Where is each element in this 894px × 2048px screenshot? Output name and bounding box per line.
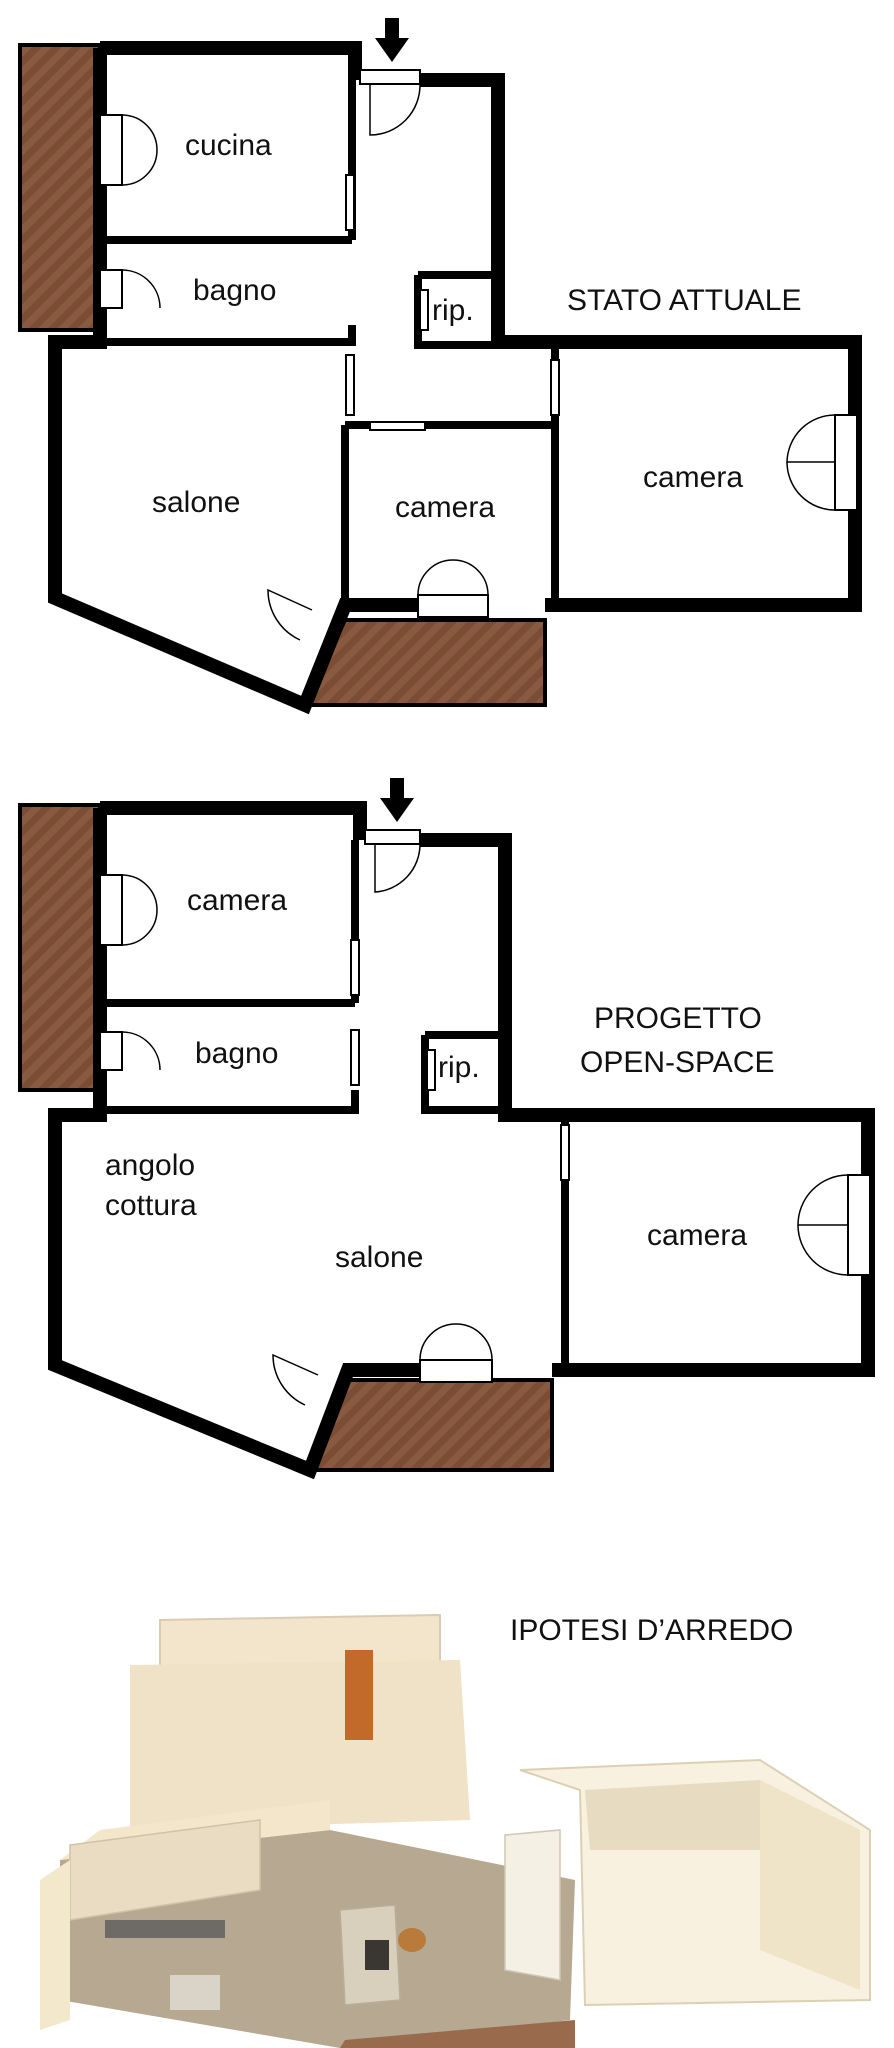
entrance-door [345,1650,373,1740]
floor-plan-project: camera bagno rip. PROGETTO OPEN-SPACE an… [18,778,875,1480]
render-title: IPOTESI D’ARREDO [510,1614,793,1647]
walls [48,801,875,1480]
balcony-west [18,43,102,332]
floor-plan-current: cucina bagno rip. STATO ATTUALE salone c… [18,18,862,715]
label-cucina: cucina [185,129,272,162]
entrance-arrow-icon [375,18,409,62]
label-bagno: bagno [193,274,276,307]
label-salone: salone [152,486,240,519]
entrance-arrow-icon [380,778,414,822]
plan-current-title: STATO ATTUALE [567,284,802,317]
label-cottura: cottura [105,1189,197,1222]
label-camera-small: camera [395,491,495,524]
label-rip: rip. [432,294,474,327]
plan-project-title-line1: PROGETTO [594,1002,762,1035]
label-camera-top: camera [187,884,287,917]
label-camera-large: camera [643,461,743,494]
furnishing-render: IPOTESI D’ARREDO [40,1613,871,2048]
plan-project-title-line2: OPEN-SPACE [580,1046,775,1079]
balcony-west [18,803,102,1092]
label-salone: salone [335,1241,423,1274]
label-rip: rip. [438,1051,480,1084]
label-angolo: angolo [105,1149,195,1182]
label-camera-large: camera [647,1219,747,1252]
label-bagno: bagno [195,1037,278,1070]
